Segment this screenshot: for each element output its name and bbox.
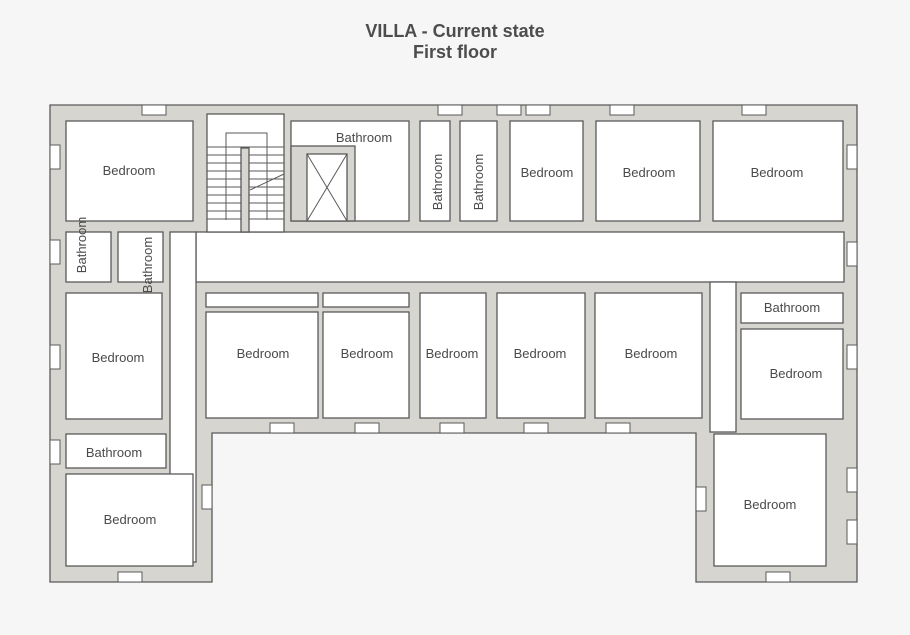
s-vestibule-1 — [205, 292, 319, 308]
label-n-bath-3: Bathroom — [471, 154, 486, 210]
label-w-bedroom: Bedroom — [92, 350, 145, 365]
room-w-bath-2 — [117, 231, 164, 283]
room-n-bedroom-1 — [509, 120, 584, 222]
room-nw-bedroom — [65, 120, 194, 222]
room-sw-bedroom — [65, 473, 194, 567]
room-s-bedroom-2 — [322, 311, 410, 419]
label-w-bath-2: Bathroom — [140, 237, 155, 293]
label-s-bedroom-5: Bedroom — [625, 346, 678, 361]
label-n-bath-1: Bathroom — [336, 130, 392, 145]
label-s-bedroom-1: Bedroom — [237, 346, 290, 361]
label-s-bedroom-3: Bedroom — [426, 346, 479, 361]
label-sw-bedroom: Bedroom — [104, 512, 157, 527]
label-ne-bedroom: Bedroom — [751, 165, 804, 180]
label-sw-bath: Bathroom — [86, 445, 142, 460]
label-n-bedroom-1: Bedroom — [521, 165, 574, 180]
room-s-bedroom-1 — [205, 311, 319, 419]
stair-treads — [207, 132, 285, 233]
label-s-bedroom-2: Bedroom — [341, 346, 394, 361]
room-n-bath-3 — [459, 120, 498, 222]
label-w-bath-1: Bathroom — [74, 217, 89, 273]
room-s-bedroom-3 — [419, 292, 487, 419]
corridor-east — [709, 281, 737, 433]
room-se-bedroom — [713, 433, 827, 567]
label-n-bath-2: Bathroom — [430, 154, 445, 210]
plan-subtitle: First floor — [413, 42, 497, 62]
room-s-bedroom-5 — [594, 292, 703, 419]
room-e-bath — [740, 292, 844, 324]
room-w-bath-1 — [65, 231, 112, 283]
label-s-bedroom-4: Bedroom — [514, 346, 567, 361]
room-e-bedroom — [740, 328, 844, 420]
room-n-bedroom-2 — [595, 120, 701, 222]
label-e-bedroom: Bedroom — [770, 366, 823, 381]
corridor-main — [195, 231, 845, 283]
label-se-bedroom: Bedroom — [744, 497, 797, 512]
room-n-bath-2 — [419, 120, 451, 222]
label-e-bath: Bathroom — [764, 300, 820, 315]
plan-title: VILLA - Current state — [365, 21, 545, 41]
windows — [49, 104, 858, 583]
label-nw-bedroom: Bedroom — [103, 163, 156, 178]
room-s-bedroom-4 — [496, 292, 586, 419]
s-vestibule-2 — [322, 292, 410, 308]
room-sw-bath — [65, 433, 167, 469]
room-ne-bedroom — [712, 120, 844, 222]
room-w-bedroom — [65, 292, 163, 420]
label-n-bedroom-2: Bedroom — [623, 165, 676, 180]
